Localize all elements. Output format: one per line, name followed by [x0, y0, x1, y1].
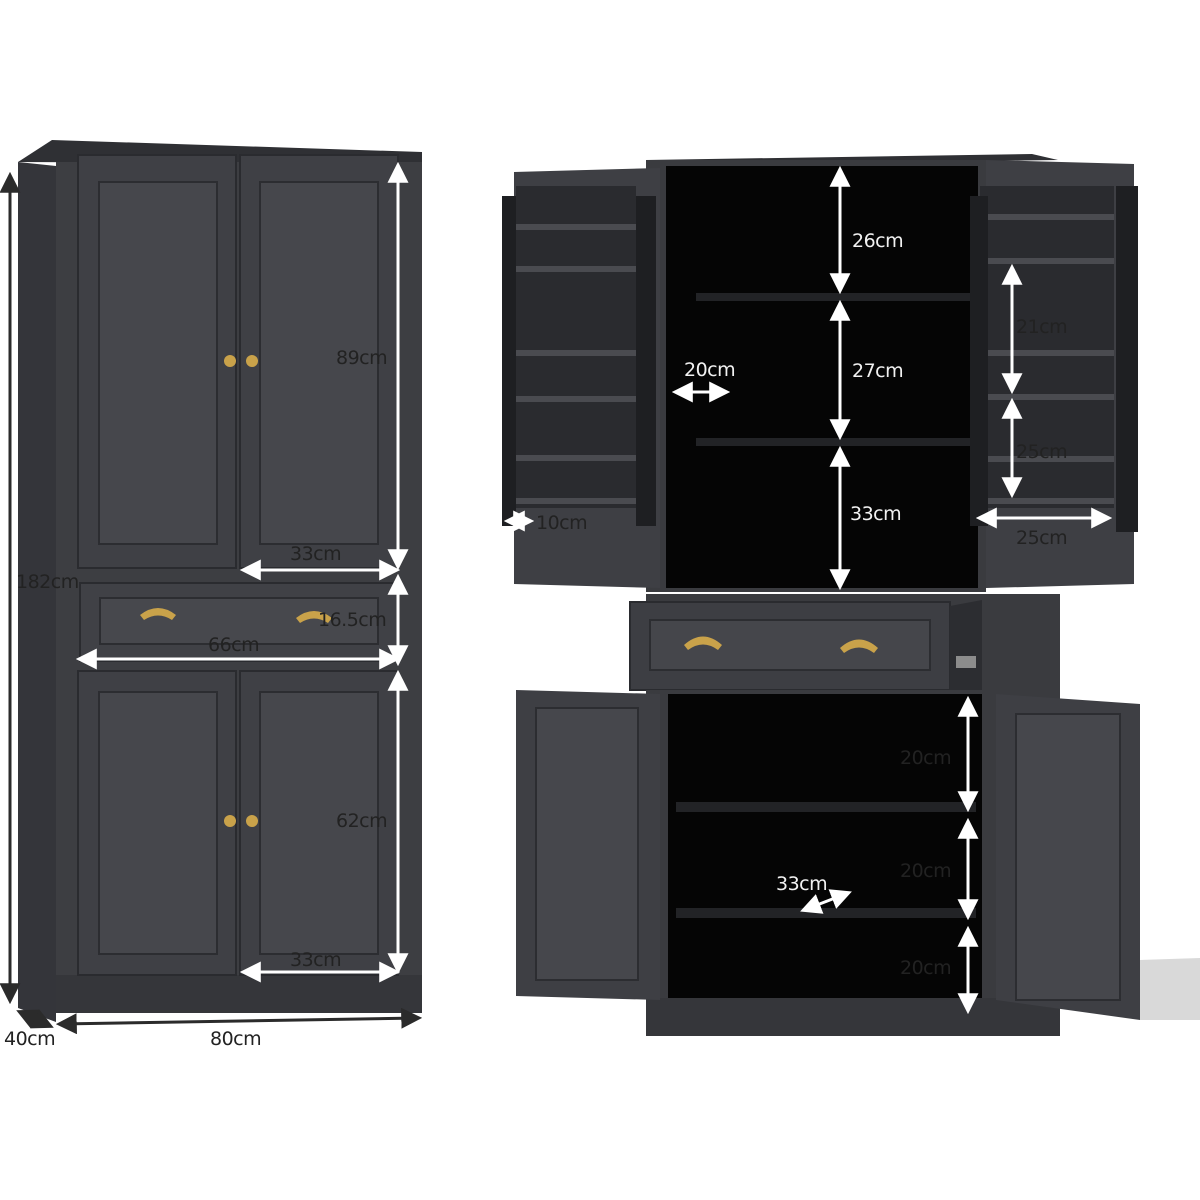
- drawer-right-cup-handle: [296, 611, 332, 623]
- right-rack-front-rail: [970, 196, 988, 526]
- left-rack-bar-1: [516, 224, 636, 230]
- left-rack-bar-5: [516, 455, 636, 461]
- lower-shelf-2: [676, 908, 976, 918]
- left-rack-bar-6: [516, 498, 636, 504]
- right-rack-bar-1: [980, 214, 1114, 220]
- lower-right-door-panel: [259, 691, 379, 955]
- left-rack-bar-4: [516, 396, 636, 402]
- total-width-label: 80cm: [210, 1028, 261, 1050]
- closed-base: [56, 975, 422, 1013]
- lower-right-open-door-panel: [1015, 713, 1121, 1001]
- upper-shelf-1: [696, 293, 974, 301]
- upper-shelf-depth-label: 20cm: [684, 359, 735, 381]
- upper-left-door-panel: [98, 181, 218, 545]
- upper-door-width-label: 33cm: [290, 543, 341, 565]
- total-width-arrow: [55, 1007, 423, 1035]
- right-rack-bar-2: [980, 258, 1114, 264]
- open-base: [646, 998, 1060, 1036]
- open-lower-interior: [668, 694, 982, 998]
- left-rack-bar-3: [516, 350, 636, 356]
- upper-shelf-2: [696, 438, 974, 446]
- lower-left-knob: [224, 815, 236, 827]
- open-drawer-left-handle: [684, 636, 722, 650]
- closed-side-panel: [18, 162, 56, 1022]
- lower-height-label: 62cm: [336, 810, 387, 832]
- floor-shadow: [1140, 958, 1200, 1020]
- right-rack-bar-4: [980, 394, 1114, 400]
- drawer-slide: [956, 656, 976, 668]
- door-rack-depth-label: 10cm: [536, 512, 587, 534]
- lower-gap-2-label: 20cm: [900, 860, 951, 882]
- right-rack-bar-5: [980, 456, 1114, 462]
- left-rack-bar-2: [516, 266, 636, 272]
- right-rack-bar-6: [980, 498, 1114, 504]
- upper-left-door-rack: [516, 186, 636, 508]
- left-rack-side-rail: [502, 196, 516, 526]
- lower-gap-3-label: 20cm: [900, 957, 951, 979]
- open-drawer-right-handle: [840, 639, 878, 653]
- upper-gap-1-label: 26cm: [852, 230, 903, 252]
- open-cabinet: [502, 154, 1200, 1036]
- left-rack-front-rail: [636, 196, 656, 526]
- upper-height-label: 89cm: [336, 347, 387, 369]
- open-upper-interior: [666, 166, 978, 588]
- lower-gap-1-label: 20cm: [900, 747, 951, 769]
- depth-arrow: [16, 1009, 54, 1029]
- total-height-label: 182cm: [16, 571, 79, 593]
- drawer-height-label: 16.5cm: [318, 609, 386, 631]
- upper-right-door-panel: [259, 181, 379, 545]
- upper-right-knob: [246, 355, 258, 367]
- open-dimensions: [503, 165, 1113, 1015]
- upper-gap-3-label: 33cm: [850, 503, 901, 525]
- drawer-width-label: 66cm: [208, 634, 259, 656]
- lower-left-door-panel: [98, 691, 218, 955]
- depth-label: 40cm: [4, 1028, 55, 1050]
- lower-left-open-door-panel: [535, 707, 639, 981]
- drawer-left-cup-handle: [140, 608, 176, 620]
- lower-shelf-depth-arrow: [800, 889, 852, 914]
- door-rack-gap-2-label: 25cm: [1016, 441, 1067, 463]
- upper-left-knob: [224, 355, 236, 367]
- door-rack-gap-1-label: 21cm: [1016, 316, 1067, 338]
- lower-door-width-label: 33cm: [290, 949, 341, 971]
- open-drawer-box: [950, 600, 982, 690]
- lower-shelf-1: [676, 802, 976, 812]
- lower-right-knob: [246, 815, 258, 827]
- upper-gap-2-label: 27cm: [852, 360, 903, 382]
- closed-dimensions: [0, 161, 423, 1035]
- door-rack-width-label: 25cm: [1016, 527, 1067, 549]
- lower-shelf-depth-label: 33cm: [776, 873, 827, 895]
- closed-cabinet: [18, 140, 422, 1022]
- right-rack-side-rail: [1116, 186, 1138, 532]
- closed-drawer-panel: [99, 597, 379, 645]
- right-rack-bar-3: [980, 350, 1114, 356]
